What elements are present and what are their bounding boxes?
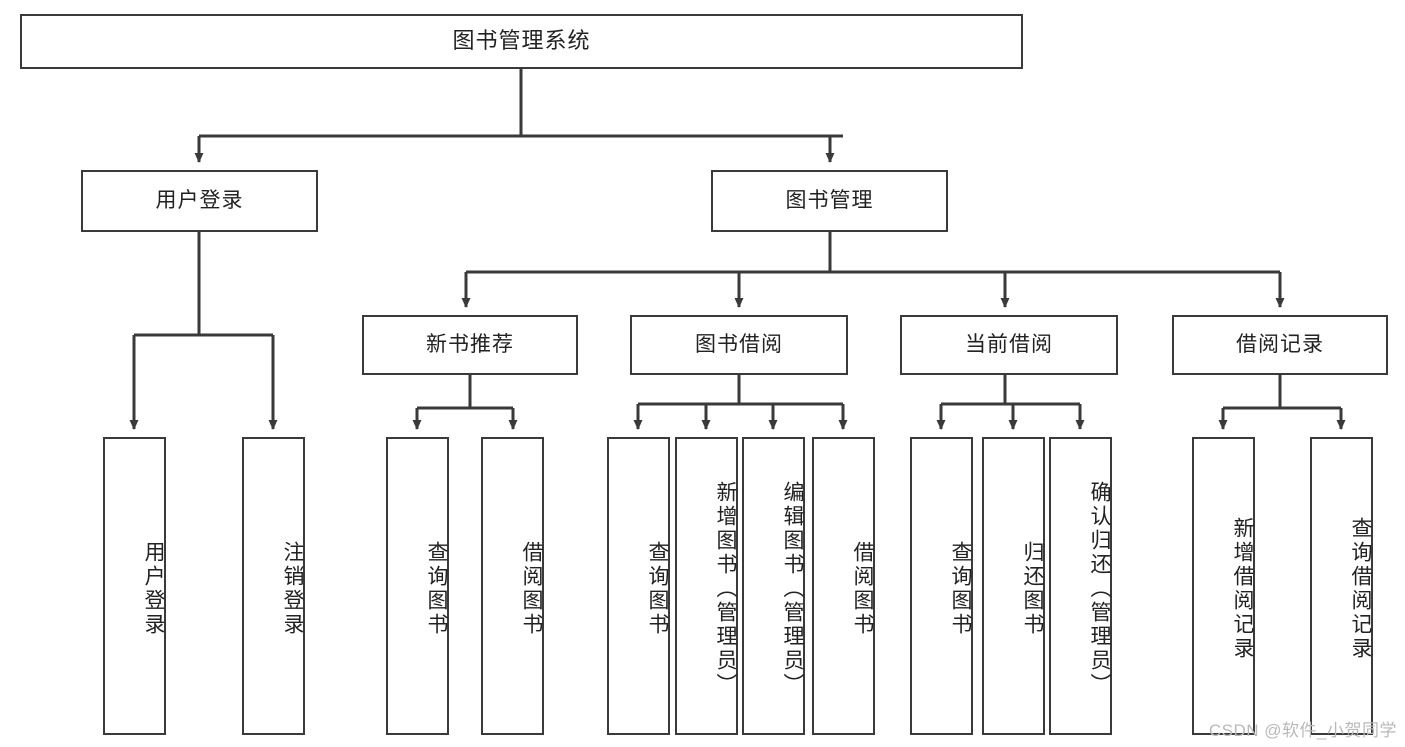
- node-book-borrow-label: 图书借阅: [695, 333, 783, 357]
- node-leaf-add-book-label: 新增图书（管理员）: [714, 481, 737, 697]
- node-book-manage-label: 图书管理: [785, 189, 874, 213]
- node-leaf-return-book-label: 归还图书: [1021, 541, 1044, 637]
- node-leaf-confirm-return[interactable]: 确认归还（管理员）: [1049, 437, 1112, 735]
- node-leaf-borrow-book-rec-label: 借阅图书: [520, 541, 543, 637]
- node-leaf-query-record-label: 查询借阅记录: [1349, 517, 1372, 661]
- node-borrow-record-label: 借阅记录: [1236, 333, 1324, 357]
- node-leaf-confirm-return-label: 确认归还（管理员）: [1088, 481, 1111, 697]
- node-leaf-add-record[interactable]: 新增借阅记录: [1192, 437, 1255, 735]
- node-leaf-borrow-book[interactable]: 借阅图书: [812, 437, 875, 735]
- node-leaf-borrow-book-label: 借阅图书: [851, 541, 874, 637]
- csdn-watermark: CSDN @软件_小贺同学: [1208, 721, 1397, 740]
- node-leaf-query-book-cur[interactable]: 查询图书: [910, 437, 973, 735]
- node-root[interactable]: 图书管理系统: [20, 14, 1023, 69]
- node-leaf-return-book[interactable]: 归还图书: [982, 437, 1045, 735]
- node-leaf-user-login[interactable]: 用户登录: [103, 437, 166, 735]
- node-book-manage[interactable]: 图书管理: [711, 170, 948, 232]
- node-borrow-record[interactable]: 借阅记录: [1172, 315, 1388, 375]
- node-leaf-user-logout-label: 注销登录: [281, 541, 304, 637]
- node-book-borrow[interactable]: 图书借阅: [630, 315, 848, 375]
- node-leaf-query-book-label: 查询图书: [646, 541, 669, 637]
- node-leaf-user-logout[interactable]: 注销登录: [242, 437, 305, 735]
- node-user-login-label: 用户登录: [155, 189, 244, 213]
- node-leaf-query-book-cur-label: 查询图书: [949, 541, 972, 637]
- node-new-book-rec[interactable]: 新书推荐: [362, 315, 578, 375]
- node-leaf-query-record[interactable]: 查询借阅记录: [1310, 437, 1373, 735]
- node-leaf-user-login-label: 用户登录: [142, 541, 165, 637]
- node-leaf-edit-book[interactable]: 编辑图书（管理员）: [742, 437, 805, 735]
- node-leaf-edit-book-label: 编辑图书（管理员）: [781, 481, 804, 697]
- node-leaf-borrow-book-rec[interactable]: 借阅图书: [481, 437, 544, 735]
- node-root-label: 图书管理系统: [452, 28, 591, 54]
- node-leaf-query-book-rec[interactable]: 查询图书: [386, 437, 449, 735]
- node-new-book-rec-label: 新书推荐: [426, 333, 514, 357]
- node-leaf-query-book-rec-label: 查询图书: [425, 541, 448, 637]
- node-current-borrow-label: 当前借阅: [965, 333, 1053, 357]
- node-leaf-add-record-label: 新增借阅记录: [1231, 517, 1254, 661]
- node-user-login[interactable]: 用户登录: [81, 170, 318, 232]
- node-leaf-query-book[interactable]: 查询图书: [607, 437, 670, 735]
- node-current-borrow[interactable]: 当前借阅: [900, 315, 1118, 375]
- node-leaf-add-book[interactable]: 新增图书（管理员）: [675, 437, 738, 735]
